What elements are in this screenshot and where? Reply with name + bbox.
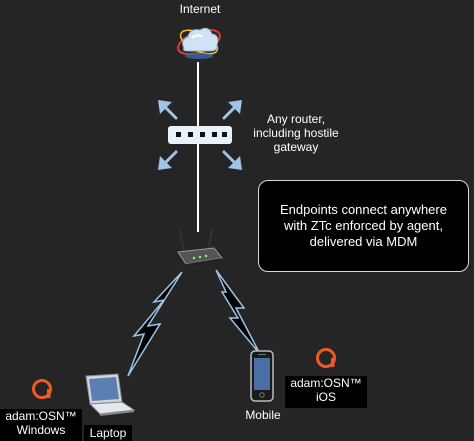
laptop-icon — [85, 373, 136, 416]
callout-line: Endpoints connect anywhere — [280, 202, 447, 217]
wireless-link-laptop-icon — [127, 271, 183, 377]
callout-line: delivered via MDM — [309, 234, 418, 249]
adam-osn-logo-icon — [316, 348, 336, 368]
windows-agent-label: adam:OSN™ Windows — [0, 409, 82, 441]
callout-line: with ZTc enforced by agent, — [284, 218, 443, 233]
agent-platform: iOS — [315, 390, 336, 404]
internet-cloud-icon — [177, 27, 221, 59]
wireless-access-point-icon — [177, 229, 223, 267]
router-label-line: including hostile — [253, 126, 339, 140]
adam-osn-logo-icon — [32, 379, 52, 399]
agent-platform: Windows — [16, 423, 66, 437]
mobile-label: Mobile — [245, 408, 281, 422]
internet-label: Internet — [179, 2, 221, 16]
wireless-link-mobile-icon — [215, 269, 261, 355]
router-label: Any router, including hostile gateway — [234, 112, 358, 154]
callout-box: Endpoints connect anywhere with ZTc enfo… — [258, 180, 469, 272]
agent-name: adam:OSN™ — [5, 409, 77, 423]
laptop-label: Laptop — [84, 425, 132, 441]
router-label-line: gateway — [273, 140, 319, 154]
router-icon — [158, 100, 242, 170]
router-label-line: Any router, — [266, 112, 326, 126]
agent-name: adam:OSN™ — [290, 376, 362, 390]
ios-agent-label: adam:OSN™ iOS — [285, 376, 367, 408]
mobile-phone-icon — [250, 350, 274, 402]
